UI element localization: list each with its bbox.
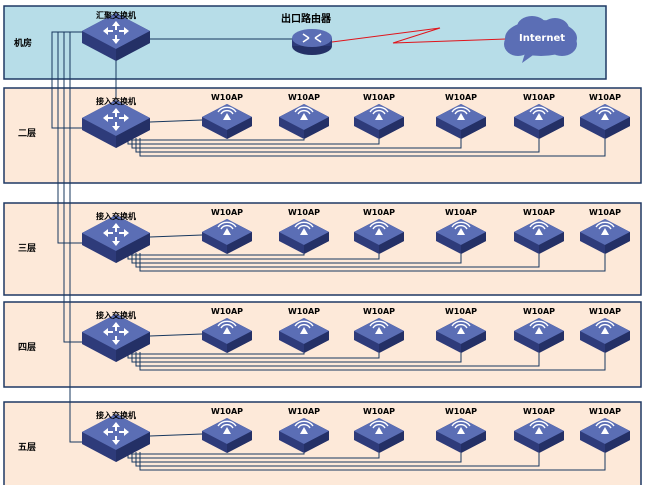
access-point-label: W10AP xyxy=(288,407,320,416)
access-point-label: W10AP xyxy=(363,93,395,102)
internet-cloud-icon xyxy=(504,16,577,63)
access-point-label: W10AP xyxy=(288,93,320,102)
access-point-label: W10AP xyxy=(445,307,477,316)
floor-label: 四层 xyxy=(18,342,36,353)
access-point-label: W10AP xyxy=(211,208,243,217)
ap-link xyxy=(149,433,203,437)
access-point-label: W10AP xyxy=(523,307,555,316)
access-point-label: W10AP xyxy=(363,307,395,316)
access-point-label: W10AP xyxy=(211,407,243,416)
ap-link xyxy=(139,138,606,157)
internet-label: Internet xyxy=(519,33,565,44)
access-point-label: W10AP xyxy=(288,307,320,316)
access-switch-label: 接入交换机 xyxy=(96,410,136,420)
router-label: 出口路由器 xyxy=(281,12,332,25)
access-point-label: W10AP xyxy=(445,93,477,102)
access-point-label: W10AP xyxy=(523,208,555,217)
ap-link xyxy=(135,452,540,467)
access-switch-label: 接入交换机 xyxy=(96,310,136,320)
machine-room-label: 机房 xyxy=(14,37,32,49)
ap-link xyxy=(149,333,203,337)
ap-link xyxy=(131,352,462,363)
floor-label: 三层 xyxy=(18,243,36,254)
access-point-label: W10AP xyxy=(589,307,621,316)
access-point-label: W10AP xyxy=(363,208,395,217)
ap-link xyxy=(131,253,462,264)
router-icon xyxy=(292,29,332,55)
ap-link xyxy=(139,253,606,272)
ap-link xyxy=(135,138,540,153)
ap-link xyxy=(139,452,606,471)
access-switch-label: 接入交换机 xyxy=(96,211,136,221)
uplink-line xyxy=(69,31,82,443)
access-point-label: W10AP xyxy=(363,407,395,416)
access-point-label: W10AP xyxy=(211,307,243,316)
access-point-label: W10AP xyxy=(589,407,621,416)
core-switch-label: 汇聚交换机 xyxy=(96,10,136,20)
wan-link xyxy=(331,27,507,44)
access-point-label: W10AP xyxy=(523,93,555,102)
access-point-label: W10AP xyxy=(288,208,320,217)
ap-link xyxy=(149,234,203,238)
floor-label: 二层 xyxy=(18,128,36,139)
ap-link xyxy=(131,452,462,463)
access-point-label: W10AP xyxy=(445,208,477,217)
access-switch-label: 接入交换机 xyxy=(96,96,136,106)
ap-link xyxy=(135,253,540,268)
access-point-label: W10AP xyxy=(589,93,621,102)
ap-link xyxy=(131,138,462,149)
ap-link xyxy=(149,119,203,123)
ap-link xyxy=(135,352,540,367)
ap-link xyxy=(139,352,606,371)
access-point-label: W10AP xyxy=(523,407,555,416)
access-point-label: W10AP xyxy=(211,93,243,102)
access-point-label: W10AP xyxy=(445,407,477,416)
floor-label: 五层 xyxy=(18,442,36,453)
access-point-label: W10AP xyxy=(589,208,621,217)
